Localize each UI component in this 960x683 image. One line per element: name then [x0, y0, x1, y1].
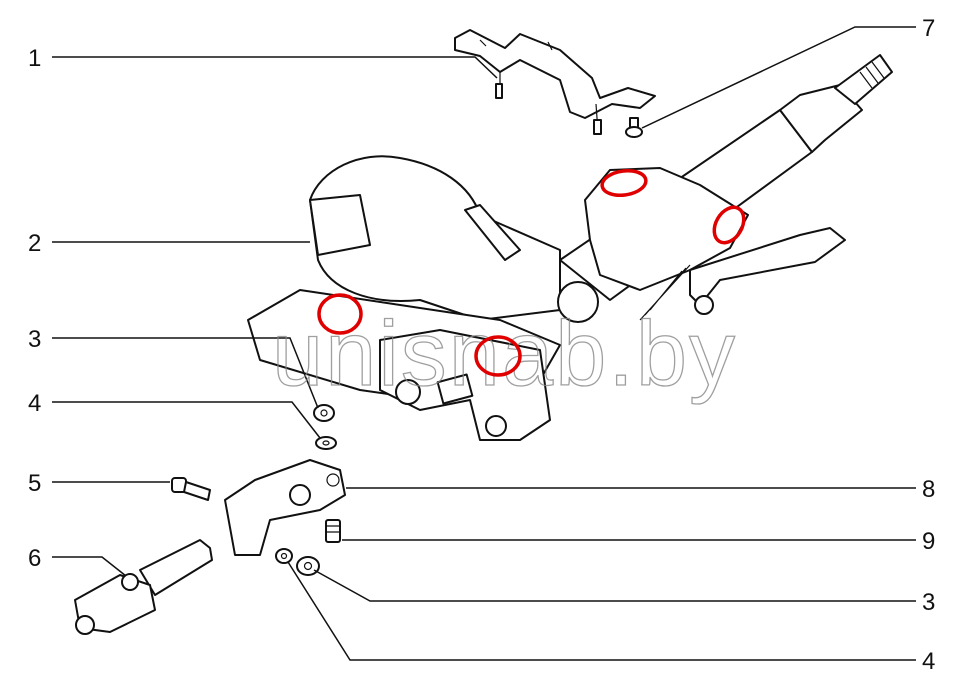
- highlights: [317, 168, 746, 377]
- motor-housing: [247, 155, 599, 441]
- callout-8: 8: [922, 476, 935, 503]
- bolt-5: [171, 477, 211, 501]
- column-clamp: [584, 167, 846, 321]
- leader-3-left: [52, 337, 319, 409]
- callout-5: 5: [28, 470, 41, 497]
- universal-joint: [224, 459, 346, 556]
- leader-4-right: [287, 561, 916, 661]
- bolt-7: [625, 117, 643, 138]
- leader-3-right: [313, 569, 916, 602]
- callout-3-right: 3: [922, 589, 935, 616]
- callout-4-left: 4: [28, 390, 41, 417]
- callout-labels: 1 2 3 4 5 6 7 8 9 3 4: [28, 15, 935, 675]
- callout-7: 7: [922, 15, 935, 42]
- highlight-lower-right-slot: [474, 335, 522, 377]
- leader-lines: [52, 26, 916, 661]
- intermediate-shaft: [74, 539, 213, 635]
- leader-4-left: [52, 401, 321, 439]
- washer-4-right: [275, 548, 293, 564]
- leader-1: [52, 56, 498, 79]
- callout-3-left: 3: [28, 326, 41, 353]
- nut-3-right: [296, 556, 320, 576]
- callout-1: 1: [28, 45, 41, 72]
- nut-3-left: [313, 404, 335, 422]
- leader-6: [52, 556, 127, 577]
- mounting-bracket: [454, 29, 656, 135]
- callout-6: 6: [28, 545, 41, 572]
- callout-2: 2: [28, 230, 41, 257]
- bolt-9: [325, 519, 341, 543]
- washer-4-left: [315, 436, 337, 450]
- highlight-upper-clamp-slot: [600, 168, 648, 198]
- watermark: unisnab.by: [272, 303, 737, 405]
- leader-7: [641, 26, 916, 129]
- callout-4-right: 4: [922, 648, 935, 675]
- highlight-upper-side-slot: [712, 205, 746, 245]
- highlight-lower-left-slot: [317, 293, 363, 335]
- callout-9: 9: [922, 528, 935, 555]
